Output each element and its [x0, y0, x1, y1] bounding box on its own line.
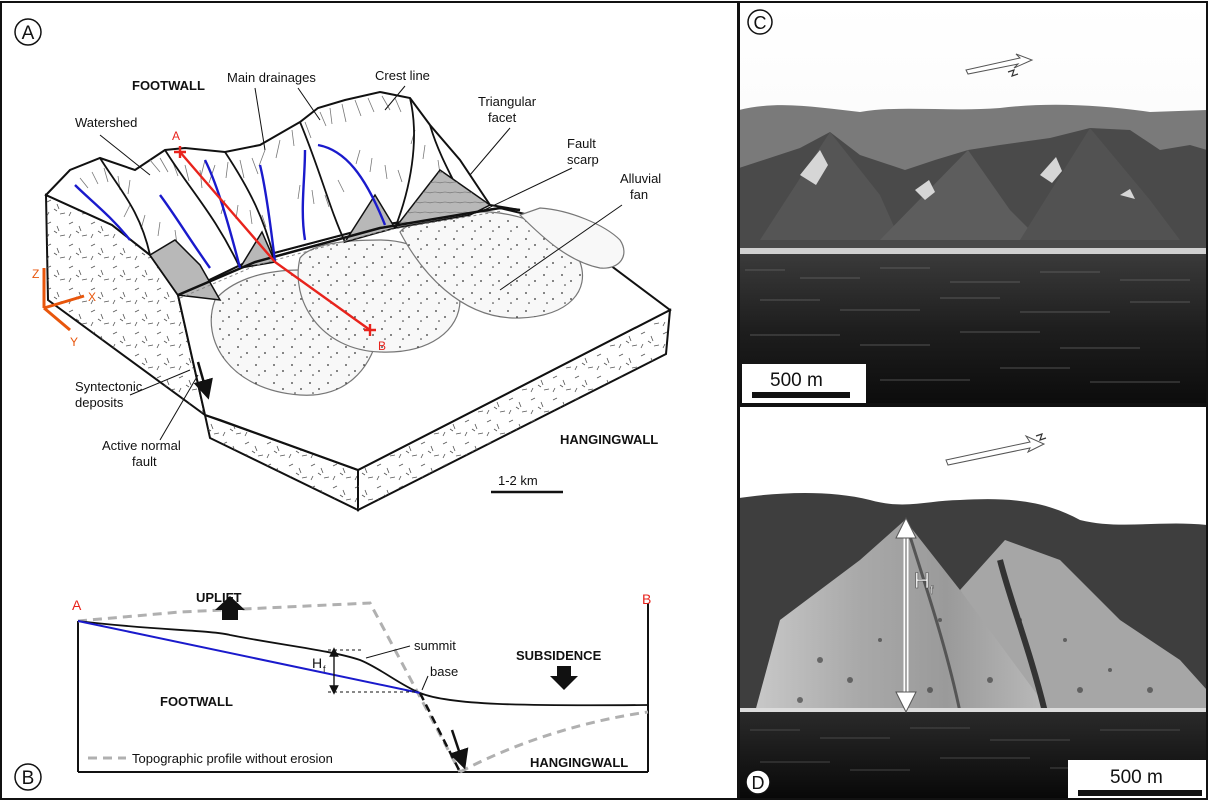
panel-c-letter: C: [747, 9, 773, 35]
hf-label: H: [312, 655, 322, 671]
fault-in-profile: [418, 692, 462, 773]
triangular-facet-label-2: facet: [488, 110, 517, 125]
scale-label-a: 1-2 km: [498, 473, 538, 488]
subsidence-label: SUBSIDENCE: [516, 648, 602, 663]
triangular-facet-3: [343, 193, 397, 244]
drainage-1: [74, 184, 131, 241]
subsidence-arrow: [550, 666, 578, 690]
active-fault-label-2: fault: [132, 454, 157, 469]
panel-a-annotations: FOOTWALL Main drainages Crest line Trian…: [75, 68, 661, 494]
profile-line-ab: A B: [172, 129, 386, 353]
fault-slip-arrow: [193, 361, 213, 400]
profile-end-a: A: [72, 597, 82, 613]
watershed-label: Watershed: [75, 115, 137, 130]
panel-d-photo: H f 500 m: [739, 406, 1207, 799]
panel-d-frame: [738, 405, 1208, 800]
hillslope-hachures: [79, 95, 455, 245]
panel-d-letter: D: [745, 769, 771, 795]
panel-b-profile: A B H f summit base UPLIFT SUBSIDENCE FO…: [72, 590, 651, 774]
active-fault-label-1: Active normal: [102, 438, 181, 453]
uplift-arrow: [215, 596, 245, 620]
svg-text:D: D: [752, 773, 765, 793]
crest-line-label: Crest line: [375, 68, 430, 83]
drainage-6: [317, 143, 387, 226]
alluvial-fan-4: [518, 207, 625, 269]
base-label: base: [430, 664, 458, 679]
alluvial-fan-label-1: Alluvial: [620, 171, 661, 186]
panel-d-hf-subscript: f: [930, 583, 934, 597]
drainage-5: [301, 149, 307, 241]
fault-trace: [177, 206, 521, 297]
svg-text:C: C: [754, 13, 767, 33]
main-drainages-label: Main drainages: [227, 70, 316, 85]
panel-d-hf-label: H: [914, 568, 930, 593]
triangular-facet-label-1: Triangular: [478, 94, 537, 109]
drainage-4: [258, 164, 277, 263]
topographic-profile: [77, 620, 649, 707]
hf-subscript: f: [323, 664, 326, 674]
svg-text:Z: Z: [32, 267, 39, 281]
fault-scarp-label-1: Fault: [567, 136, 596, 151]
svg-text:B: B: [22, 768, 35, 789]
svg-text:Y: Y: [70, 335, 78, 349]
fault-scarp-label-2: scarp: [567, 152, 599, 167]
panel-c-photo: 500 m: [739, 2, 1207, 404]
panel-a-letter: A: [14, 18, 42, 46]
syntectonic-label-1: Syntectonic: [75, 379, 143, 394]
profile-point-a: A: [172, 129, 180, 143]
syntectonic-label-2: deposits: [75, 395, 124, 410]
hangingwall-label: HANGINGWALL: [560, 432, 658, 447]
profile-end-b: B: [642, 591, 651, 607]
footwall-label: FOOTWALL: [132, 78, 205, 93]
block-diagram: A B Z X Y: [32, 90, 672, 512]
panel-b-letter: B: [14, 763, 42, 791]
profile-footwall-label: FOOTWALL: [160, 694, 233, 709]
svg-text:A: A: [22, 23, 35, 44]
profile-no-erosion: [77, 601, 462, 773]
summit-label: summit: [414, 638, 456, 653]
profile-point-b: B: [378, 339, 386, 353]
svg-text:X: X: [88, 290, 96, 304]
alluvial-fan-label-2: fan: [630, 187, 648, 202]
orientation-axes: Z X Y: [32, 267, 96, 349]
panel-c-scale-label: 500 m: [770, 370, 823, 391]
profile-hangingwall-label: HANGINGWALL: [530, 755, 628, 770]
legend-label: Topographic profile without erosion: [132, 751, 333, 766]
drainage-2: [159, 194, 211, 269]
panel-c-frame: [738, 1, 1208, 405]
facet-base-line: [77, 620, 421, 694]
panel-d-scale-label: 500 m: [1110, 767, 1163, 788]
